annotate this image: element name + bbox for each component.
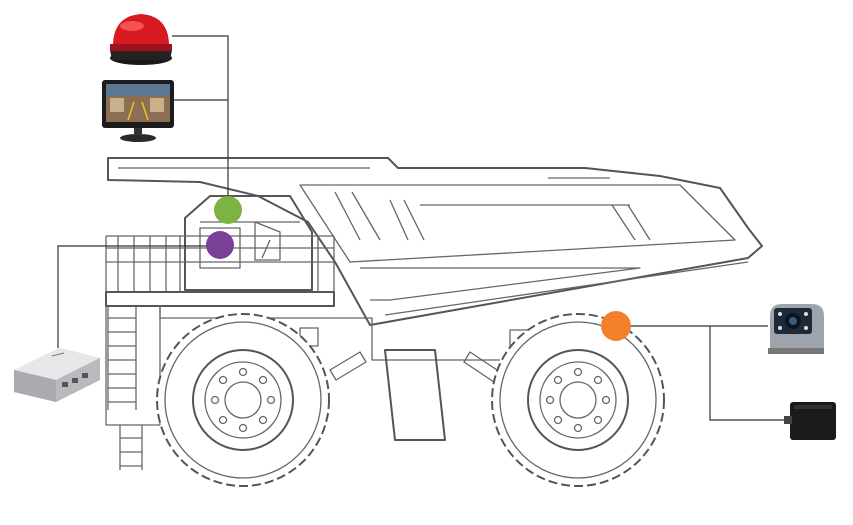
cab <box>184 195 313 291</box>
front-wheel <box>156 313 330 487</box>
red-beacon-icon <box>110 14 172 65</box>
connection-wires <box>57 35 788 421</box>
marker-body-rear <box>601 311 631 341</box>
monitor-icon <box>102 80 174 142</box>
wire-radar <box>709 326 788 421</box>
rear-wheel <box>491 313 665 487</box>
marker-cab-front <box>206 231 234 259</box>
wire-warning-light <box>172 35 229 205</box>
marker-cab-roof <box>214 196 242 224</box>
wire-recorder <box>57 245 220 348</box>
dump-body <box>107 157 763 326</box>
camera-icon <box>768 304 824 354</box>
radar-sensor-icon <box>784 402 836 440</box>
install-markers <box>206 196 631 341</box>
ladder <box>107 306 143 470</box>
dvr-box-icon <box>14 348 100 402</box>
